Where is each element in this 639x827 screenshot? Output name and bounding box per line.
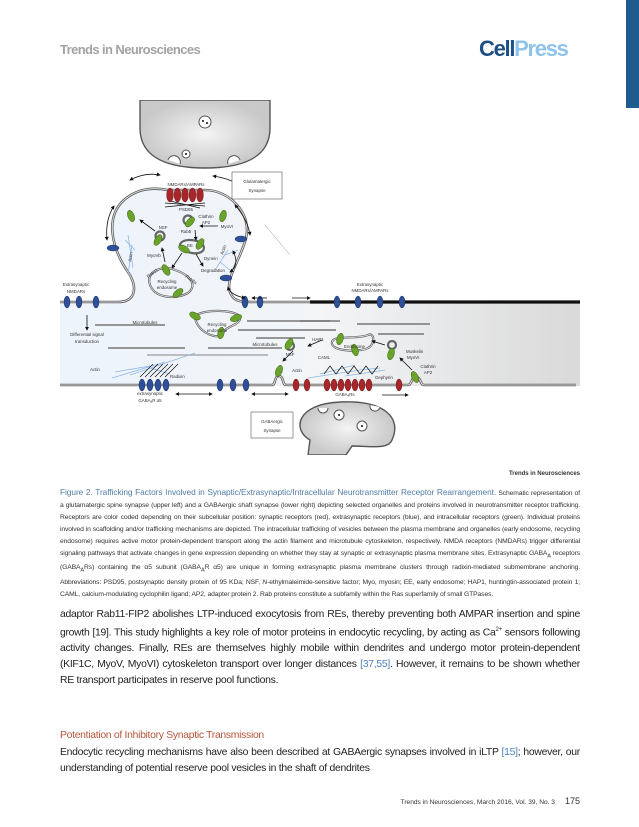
cellpress-logo: CellPress: [479, 36, 569, 62]
label: Recycling: [207, 322, 227, 327]
label: Actin: [127, 251, 134, 262]
trafficking-arrows: [85, 172, 413, 397]
figure-schematic: Glutamatergic Synapse NMDARs/AMPARs PSD9…: [60, 100, 580, 455]
label: GABAₐR α5: [138, 398, 162, 403]
label: Rab5: [181, 229, 192, 234]
label: Actin: [292, 368, 302, 373]
superscript: 2+: [495, 626, 503, 633]
label: Radixin: [170, 374, 185, 379]
subscript: A: [80, 567, 85, 574]
caption-text: receptors (GABA: [60, 550, 580, 572]
label: Rab11: [146, 267, 160, 279]
logo-press: Press: [514, 36, 569, 61]
body-text: Endocytic recycling mechanisms have also…: [60, 747, 502, 758]
page-footer: Trends in Neurosciences, March 2016, Vol…: [380, 796, 580, 806]
label: Extrasynaptic: [357, 282, 384, 287]
label: Clathrin: [198, 214, 214, 219]
gabaergic-synapse-box: [250, 411, 294, 439]
synaptic-receptors: [166, 187, 403, 392]
caption-text: -ethylmaleimide-sensitive factor; Myo, m…: [60, 578, 580, 598]
page-number: 175: [564, 796, 580, 806]
label: GABAₐRs: [335, 392, 355, 397]
citation-link[interactable]: [19]: [92, 627, 109, 639]
label: extrasynaptic: [137, 391, 164, 396]
label: Extrasynaptic: [63, 282, 90, 287]
caption-italic: N: [262, 578, 268, 586]
label: AP2: [202, 220, 211, 225]
label: Degradation: [201, 268, 225, 273]
figure-credit: Trends in Neurosciences: [508, 471, 580, 477]
caption-text: Rs) containing the α5 subunit (GABA: [84, 564, 201, 572]
label: Actin: [219, 244, 227, 255]
caption-text: R α5) are unique in forming extrasynapti…: [60, 564, 580, 586]
label: Microtubules: [133, 320, 159, 325]
label: HAP1: [312, 337, 324, 342]
label: AP2: [424, 370, 433, 375]
label: EE: [187, 243, 193, 248]
label: Differential signal: [70, 332, 104, 337]
label: Glutamatergic: [243, 179, 271, 184]
presynaptic-terminal-gabaergic: [299, 401, 396, 455]
logo-cell: Cell: [479, 36, 515, 61]
body-text: sensors following activity changes. Fina…: [60, 627, 580, 670]
body-text: ; however, our understanding of potentia…: [60, 747, 580, 774]
label: GABAergic: [261, 419, 284, 424]
label: Gephyrin: [375, 375, 393, 380]
label: MyoVI: [221, 224, 233, 229]
subscript: A: [547, 553, 551, 560]
glutamatergic-synapse-box: [231, 171, 283, 200]
label: Synapse: [263, 428, 281, 433]
label: PSD95: [179, 207, 193, 212]
microtubules: [95, 320, 430, 356]
radixin-scaffold: [139, 363, 179, 378]
gephyrin-scaffold: [323, 365, 379, 375]
brand-side-bar: [626, 0, 639, 108]
label: NMDARs: [67, 289, 86, 294]
footer-citation: Trends in Neurosciences, March 2016, Vol…: [400, 799, 555, 806]
label: NMDARs/AMPARs: [352, 288, 390, 293]
body-text: . This study highlights a key role of mo…: [108, 627, 496, 639]
label: CAML: [318, 355, 331, 360]
subscript: A: [200, 567, 205, 574]
body-paragraph-2: Endocytic recycling mechanisms have also…: [60, 745, 580, 777]
label: Dynein: [204, 256, 218, 261]
figure-labels: Glutamatergic Synapse NMDARs/AMPARs PSD9…: [63, 179, 436, 433]
label: transduction: [75, 339, 99, 344]
label: Microtubules: [253, 342, 279, 347]
label: NSF: [286, 352, 295, 357]
intracellular-receptors: [127, 209, 420, 383]
label: NMDARs/AMPARs: [168, 182, 206, 187]
label: endosome: [207, 328, 228, 333]
label: Muskelin: [406, 349, 424, 354]
psd95-scaffold: [164, 200, 206, 209]
label: NSF: [159, 225, 168, 230]
label: Synapse: [248, 188, 266, 193]
label: endosome: [157, 285, 178, 290]
figure-caption: Figure 2. Trafficking Factors Involved i…: [60, 486, 580, 601]
citation-link[interactable]: [37,55]: [360, 658, 390, 670]
label: Actin: [90, 367, 100, 372]
label: Clathrin: [420, 364, 436, 369]
citation-link[interactable]: [15]: [501, 747, 519, 758]
body-text: adaptor Rab11-FIP2 abolishes LTP-induced…: [60, 609, 580, 639]
label: Endosome: [344, 344, 366, 349]
label: Rab8a: [184, 274, 198, 286]
actin-filaments: [111, 234, 386, 379]
caption-text: Schematic representation of a glutamater…: [60, 490, 580, 557]
journal-name: Trends in Neurosciences: [60, 42, 201, 57]
section-heading: Potentiation of Inhibitory Synaptic Tran…: [60, 730, 264, 741]
presynaptic-terminal-glutamatergic: [139, 100, 271, 169]
label: MyoVb: [147, 253, 161, 258]
label: Recycling: [157, 279, 177, 284]
body-paragraph-1: adaptor Rab11-FIP2 abolishes LTP-induced…: [60, 607, 580, 688]
caption-title: Figure 2. Trafficking Factors Involved i…: [60, 487, 497, 497]
body-text: . However, it remains to be shown whethe…: [60, 658, 580, 686]
label: MyoVI: [407, 355, 419, 360]
